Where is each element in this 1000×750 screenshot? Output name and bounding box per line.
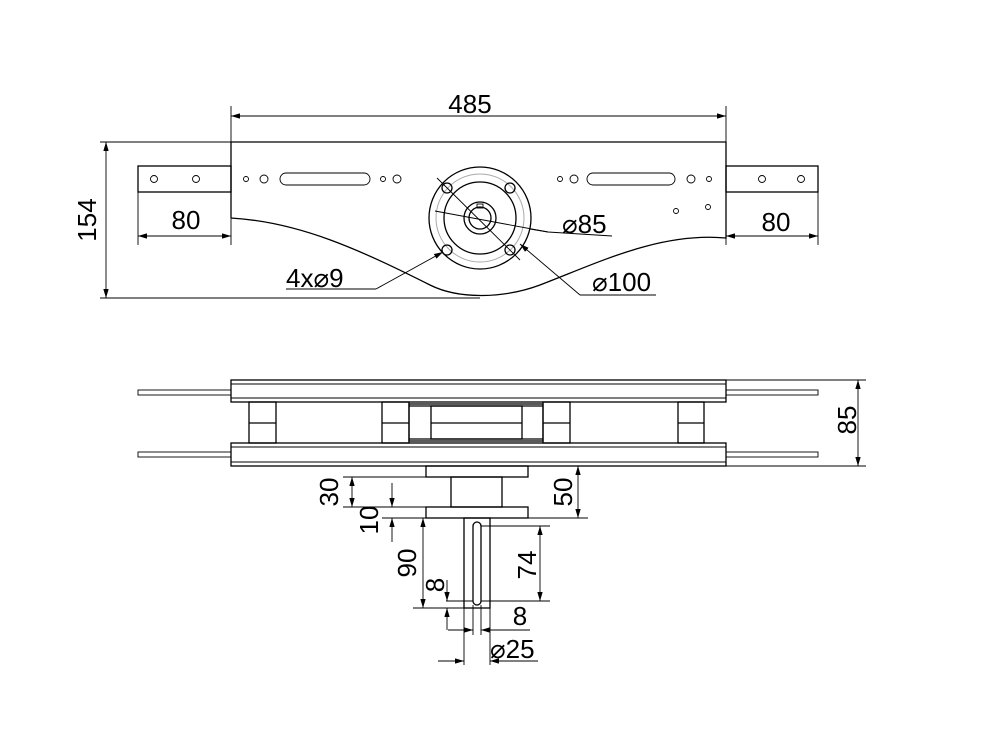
side-view: 85 30 10 50 90 74 8 8 ⌀25 [137, 379, 866, 665]
left-bracket [137, 165, 232, 193]
spacer-columns [248, 401, 705, 444]
top-view: 485 154 80 80 ⌀85 ⌀100 4x⌀9 [72, 89, 819, 299]
dim-50: 50 [548, 478, 578, 507]
dim-d100: ⌀100 [592, 267, 651, 297]
dim-154: 154 [72, 198, 102, 241]
dim-85: 85 [832, 406, 862, 435]
dim-30: 30 [314, 478, 344, 507]
dim-d25: ⌀25 [490, 634, 535, 664]
dim-80-left: 80 [172, 205, 201, 235]
right-bracket [725, 165, 819, 193]
dim-d85: ⌀85 [562, 209, 607, 239]
dim-74: 74 [512, 551, 542, 580]
dim-485: 485 [448, 89, 491, 119]
dim-90: 90 [392, 549, 422, 578]
dim-8-width: 8 [513, 601, 527, 631]
dim-10: 10 [354, 506, 384, 535]
main-plate [230, 141, 727, 297]
flange-bearing [428, 166, 549, 270]
flange-and-shaft [425, 465, 529, 665]
dim-8-offset: 8 [420, 578, 450, 592]
dim-80-right: 80 [762, 207, 791, 237]
mount-holes [150, 172, 805, 214]
dim-4x-d9: 4x⌀9 [286, 263, 344, 293]
bottom-plate [230, 442, 727, 467]
top-plate [230, 379, 727, 403]
